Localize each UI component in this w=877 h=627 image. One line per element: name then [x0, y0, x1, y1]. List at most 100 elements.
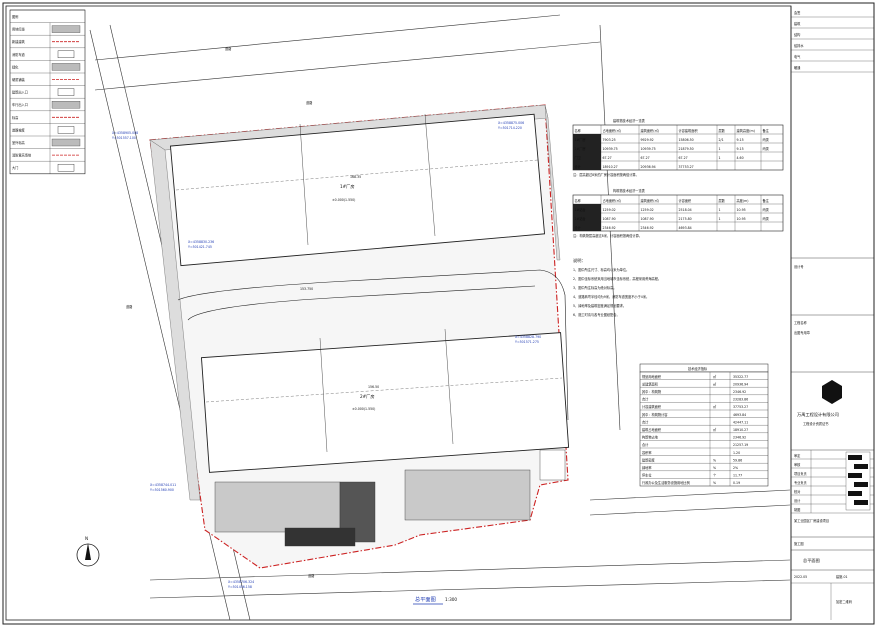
table1-cell: 18910.27	[603, 165, 618, 169]
indicator-value: 2346.92	[733, 390, 746, 394]
tb-drawing-name: 总平面图	[803, 557, 820, 564]
indicator-label: 建筑密度	[642, 457, 656, 462]
indicator-label: 其中：构筑物计容	[642, 412, 668, 417]
project-title: 某工业园区厂房建设项目	[794, 518, 829, 523]
tb-date: 2022.05	[794, 575, 807, 579]
notes-title: 说明：	[573, 257, 586, 264]
legend-label: 标高	[12, 115, 18, 120]
signoff-row: 建筑	[794, 21, 801, 26]
note-item: 5、绿地率及建筑密度满足规划要求。	[573, 303, 626, 308]
indicator-value: 42447.11	[733, 420, 748, 424]
table1-cell: 67.27	[603, 156, 612, 160]
street-label-south: 道路	[308, 573, 315, 578]
north-arrow: N	[76, 536, 100, 567]
legend-swatch	[57, 88, 75, 96]
legend-swatch	[57, 163, 75, 172]
indicator-label: 容积率	[642, 450, 652, 455]
table2-header: 高度(m)	[737, 198, 749, 203]
table1-cell: 67.27	[679, 156, 688, 160]
table1-cell: 丙类	[763, 137, 770, 142]
table2-cell: 1087.90	[641, 217, 654, 221]
tb-field-key: 校对	[794, 489, 801, 494]
table1-cell: 21879.50	[679, 147, 694, 151]
table1-cell: 37753.27	[679, 165, 694, 169]
svg-text:Y=501456.158: Y=501456.158	[228, 585, 252, 589]
indicator-label: 建筑占地面积	[642, 427, 662, 432]
table1-header: 建筑高度(m)	[737, 128, 755, 133]
table1-cell: 20936.94	[641, 165, 656, 169]
table1-cell: 7903.25	[603, 138, 616, 142]
svg-text:Y=501714.220: Y=501714.220	[498, 126, 522, 130]
legend: 图例用地红线新建建筑消防车道绿化硬质铺装建筑出入口车行出入口标高道路坡度室外标高…	[9, 9, 86, 175]
indicator-value: 11.77	[733, 474, 742, 478]
indicator-unit: %	[713, 466, 716, 470]
indicator-label: 停车位	[642, 473, 652, 478]
indicator-label: 其中：构筑物	[642, 389, 662, 394]
table2-cell: 丙类	[763, 207, 770, 212]
legend-label: 图例	[12, 14, 18, 19]
design-number: 设计号	[794, 264, 804, 269]
tb-field-key: 专业负责	[794, 480, 807, 485]
svg-text:Y=501571.275: Y=501571.275	[515, 340, 539, 344]
table2-cell: 1087.90	[603, 217, 616, 221]
tb-field-key: 审核	[794, 462, 801, 467]
table2-note: 注：构筑物层高超过8米，计容面积按两倍计算。	[573, 233, 642, 238]
signoff-row: 结构	[794, 32, 800, 37]
table1-header: 占地面积(㎡)	[603, 128, 621, 133]
tb-field-key: 审定	[794, 453, 801, 458]
table2-header: 层数	[719, 198, 726, 203]
platforms	[214, 449, 566, 547]
drawing-scale: 1:300	[445, 597, 457, 602]
legend-label: 消防车道	[12, 52, 26, 57]
table2-cell: 10.95	[737, 208, 746, 212]
table-buildings: 建筑物技术经济一览表名称占地面积(㎡)建筑面积(㎡)计容建筑面积层数建筑高度(m…	[572, 118, 784, 177]
legend-label: 建筑出入口	[12, 90, 28, 95]
table1-title: 建筑物技术经济一览表	[613, 118, 646, 123]
signoff-row: 给排水	[794, 43, 804, 48]
table2-cell: 10.95	[737, 217, 746, 221]
tb-field-key: 设计	[794, 498, 801, 503]
tb-phase: 施工图	[794, 541, 804, 546]
north-building-label: 1#厂房	[340, 183, 355, 190]
company-logo	[822, 380, 842, 404]
indicator-value: 37753.27	[733, 405, 748, 409]
legend-label: 新建建筑	[12, 39, 26, 44]
legend-label: 用地红线	[12, 27, 26, 32]
drawing-title: 总平面图	[415, 595, 436, 603]
table2-title: 构筑物技术经济一览表	[613, 188, 646, 193]
table1-cell: 1	[719, 147, 721, 151]
table1-cell: 4.60	[737, 156, 744, 160]
signoff-row: 电气	[794, 54, 801, 59]
table2-cell: 2175.80	[679, 217, 692, 221]
indicator-value: 2346.92	[733, 436, 746, 440]
company-name: 万禹工程设计有限公司	[797, 411, 839, 418]
indicator-unit: %	[713, 458, 716, 462]
table2-cell: 1	[719, 208, 721, 212]
svg-text:Y=501560.900: Y=501560.900	[150, 488, 174, 492]
legend-label: 车行出入口	[12, 102, 28, 107]
indicator-value: 21257.19	[733, 443, 748, 447]
note-item: 6、施工时请与各专业图纸配合。	[573, 312, 620, 317]
north-building-elev: ±0.000(1.550)	[332, 198, 355, 202]
table1-cell: 9929.92	[641, 138, 654, 142]
indicator-value: 1.20	[733, 451, 740, 455]
indicator-label: 规划用地面积	[642, 374, 662, 379]
indicator-value: 0.19	[733, 481, 740, 485]
indicator-label: 合计	[642, 419, 649, 424]
table1-header: 备注	[763, 128, 770, 133]
table1-cell: 2/1	[719, 138, 724, 142]
table2-cell: 1259.02	[603, 208, 616, 212]
note-item: 1、图中所注尺寸、标高均以米为单位。	[573, 267, 629, 272]
street-label-inner: 道路	[306, 100, 313, 105]
table1-header: 名称	[575, 128, 582, 133]
legend-label: 消防登高场地	[12, 153, 32, 158]
svg-text:X=4358706.324: X=4358706.324	[228, 580, 254, 584]
stamp-label: 出图专用章	[794, 330, 811, 335]
indicator-value: 4693.84	[733, 413, 746, 417]
note-item: 3、图中所注标高为绝对标高。	[573, 285, 616, 290]
indicator-value: 2%	[733, 466, 738, 470]
indicator-unit: %	[713, 481, 716, 485]
